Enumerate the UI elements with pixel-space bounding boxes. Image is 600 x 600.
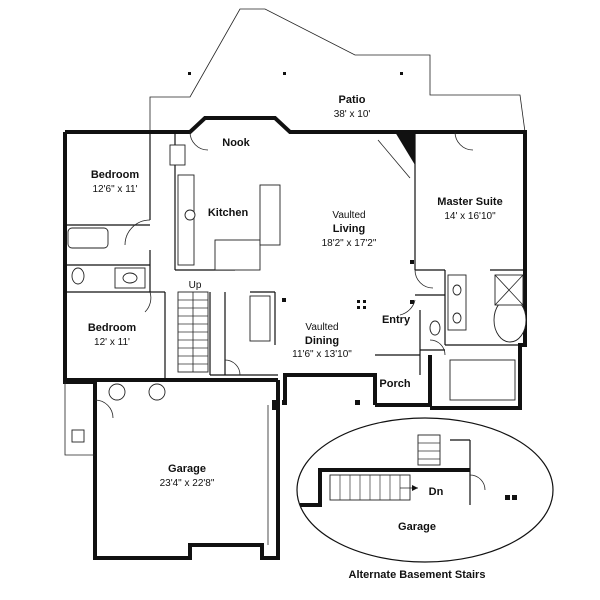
bathtub-icon (67, 227, 109, 249)
door-swings (94, 131, 474, 419)
basement-stairs-inset (296, 417, 554, 563)
master-suite-dims: 14' x 16'10" (444, 211, 496, 222)
living-line2: Living (333, 223, 365, 235)
interior-walls (65, 132, 525, 380)
dining-line2: Dining (305, 335, 339, 347)
dining-line1: Vaulted (305, 322, 338, 333)
patio-name: Patio (339, 94, 366, 106)
sink-icon (184, 209, 196, 221)
garage-dims: 23'4" x 22'8" (160, 478, 215, 489)
nook-name: Nook (222, 137, 250, 149)
master-suite-name: Master Suite (437, 196, 502, 208)
living-dims: 18'2" x 17'2" (322, 238, 377, 249)
washer-icon (108, 383, 126, 401)
living-line1: Vaulted (332, 210, 365, 221)
bedroom-lower-dims: 12' x 11' (94, 337, 130, 348)
stair-up-label: Up (189, 280, 202, 291)
fireplace-icon (395, 132, 415, 165)
fixtures (67, 132, 527, 443)
bedroom-upper-name: Bedroom (91, 169, 140, 181)
toilet-icon (71, 267, 85, 285)
patio-dims: 38' x 10' (334, 109, 371, 120)
inset-garage-label: Garage (398, 521, 436, 533)
inset-caption: Alternate Basement Stairs (349, 569, 486, 581)
entry-name: Entry (382, 314, 411, 326)
bedroom-lower-name: Bedroom (88, 322, 137, 334)
patio-outline (149, 8, 526, 133)
dining-dims: 11'6" x 13'10" (292, 349, 352, 360)
garage-details (64, 382, 277, 545)
master-toilet-icon (429, 320, 441, 336)
inset-dn-label: Dn (429, 486, 444, 498)
bedroom-upper-dims: 12'6" x 11' (93, 184, 138, 195)
garage-name: Garage (168, 463, 206, 475)
kitchen-name: Kitchen (208, 207, 249, 219)
dryer-icon (148, 383, 166, 401)
stairs (177, 291, 271, 373)
kitchen-counter (177, 174, 195, 266)
porch-name: Porch (379, 378, 410, 390)
